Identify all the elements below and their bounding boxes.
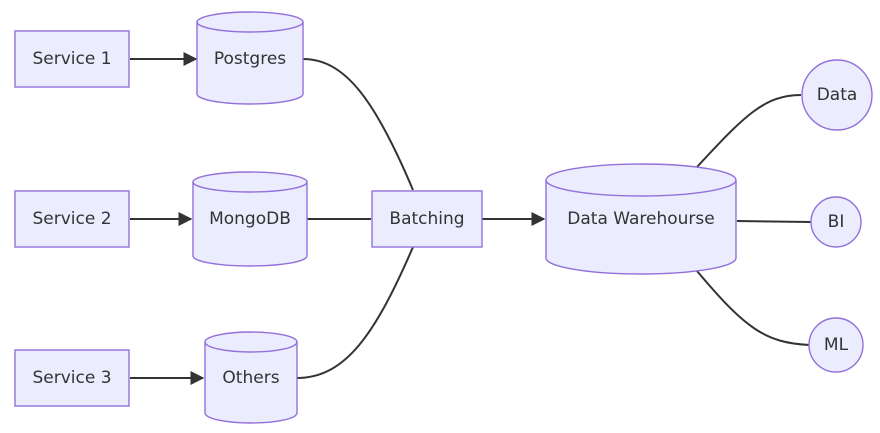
service1-node: Service 1 xyxy=(14,30,130,88)
ml-label: ML xyxy=(824,335,849,355)
service2-label: Service 2 xyxy=(32,209,111,229)
edge-warehouse-bi xyxy=(736,220,812,223)
bi-node: BI xyxy=(810,196,862,248)
ml-node: ML xyxy=(808,317,864,373)
data-node: Data xyxy=(801,59,873,131)
batching-label: Batching xyxy=(389,209,464,229)
others-node: Others xyxy=(204,331,298,424)
bi-label: BI xyxy=(828,212,845,232)
mongodb-label: MongoDB xyxy=(209,209,291,229)
service3-label: Service 3 xyxy=(32,368,111,388)
service1-label: Service 1 xyxy=(32,49,111,69)
batching-node: Batching xyxy=(371,190,483,248)
service3-node: Service 3 xyxy=(14,349,130,407)
others-label: Others xyxy=(222,368,279,388)
postgres-label: Postgres xyxy=(214,49,286,69)
warehouse-node: Data Warehourse xyxy=(545,163,737,275)
service2-node: Service 2 xyxy=(14,190,130,248)
postgres-node: Postgres xyxy=(196,11,304,105)
edges xyxy=(130,52,812,385)
warehouse-label: Data Warehourse xyxy=(567,209,714,229)
data-label: Data xyxy=(817,85,858,105)
edge-postgres-batching xyxy=(302,58,414,191)
edge-others-batching xyxy=(296,246,414,379)
edge-warehouse-data xyxy=(696,94,802,168)
edge-warehouse-ml xyxy=(696,270,811,346)
mongodb-node: MongoDB xyxy=(192,171,308,267)
